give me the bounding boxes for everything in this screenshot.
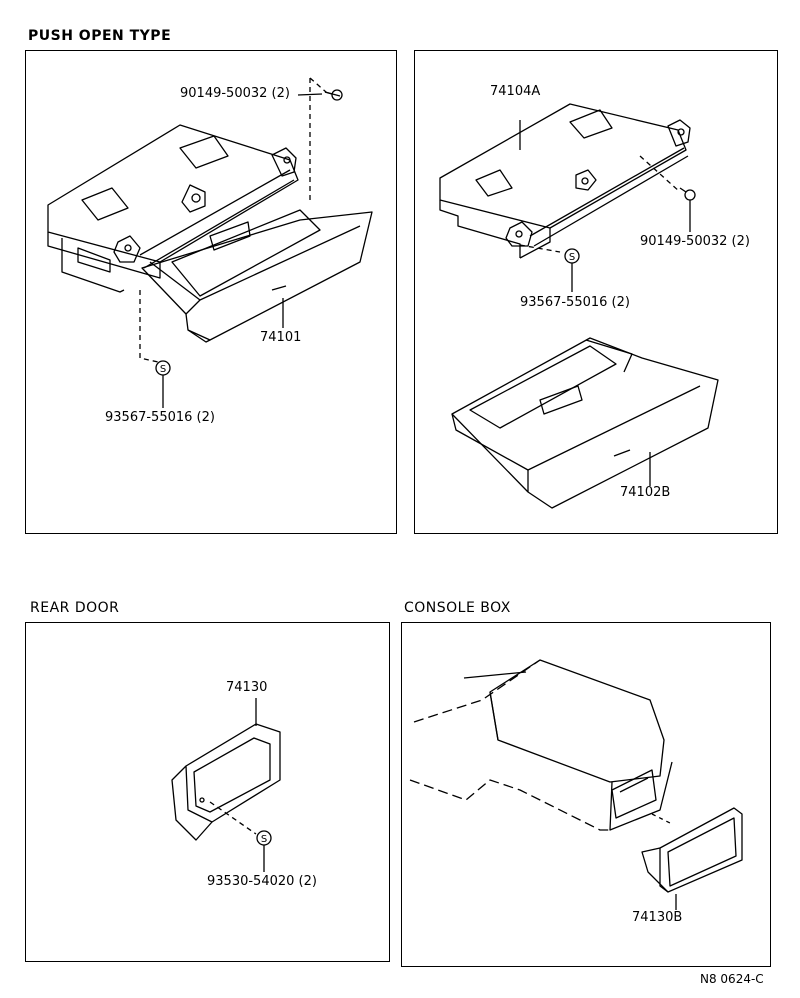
rear-clip-dash-line [209, 801, 257, 835]
part-number-screw-right: 90149-50032 (2) [640, 234, 750, 249]
diagram-code: N8 0624-C [700, 972, 764, 986]
console-ashtray [641, 807, 743, 893]
part-number-drawer-right: 74102B [620, 485, 671, 500]
part-number-housing-right: 74104A [490, 84, 541, 99]
screw-icon-left [324, 89, 343, 101]
clip-dash-line-left [139, 290, 159, 363]
clip-dash-line-right [519, 244, 561, 253]
console-outline-dash-top [413, 659, 541, 723]
ashtray-drawer-left [141, 209, 373, 343]
ashtray-drawer-right [451, 337, 719, 509]
section-title-console-box: CONSOLE BOX [404, 600, 511, 616]
part-number-console-ashtray: 74130B [632, 910, 683, 925]
clip-symbol-letter-right: S [569, 252, 575, 263]
section-title-rear-door: REAR DOOR [30, 600, 120, 616]
ashtray-housing-left [47, 124, 299, 293]
part-number-clip-left: 93567-55016 (2) [105, 410, 215, 425]
clip-symbol-letter-rear: S [261, 834, 267, 845]
clip-symbol-letter-left: S [160, 364, 166, 375]
section-title-push-open: PUSH OPEN TYPE [28, 28, 172, 44]
panel-console-box [401, 622, 771, 967]
screw-dash-diag-left [309, 77, 327, 93]
part-number-rear-clip: 93530-54020 (2) [207, 874, 317, 889]
part-number-rear-ashtray: 74130 [226, 680, 268, 695]
console-outline-line [463, 671, 527, 679]
panel-push-open-right [414, 50, 778, 534]
console-outline-dash-bottom [409, 779, 612, 831]
part-number-drawer-left: 74101 [260, 330, 302, 345]
panel-push-open-left [25, 50, 397, 534]
screw-label-leader-left [297, 93, 323, 96]
screw-icon-right [679, 187, 696, 201]
console-ashtray-dash-line [651, 813, 673, 825]
console-box-body [489, 659, 673, 831]
panel-rear-door [25, 622, 390, 962]
part-number-screw-left: 90149-50032 (2) [180, 86, 290, 101]
ashtray-housing-right [439, 103, 691, 259]
rear-door-ashtray [171, 723, 281, 841]
part-number-clip-right: 93567-55016 (2) [520, 295, 630, 310]
